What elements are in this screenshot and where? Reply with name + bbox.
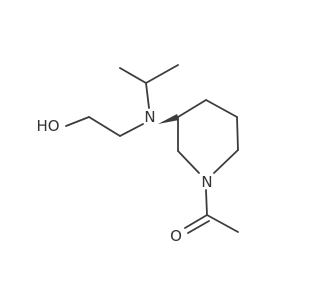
bond-ch2-to-oxygen (65, 116, 90, 127)
wedge-bond-stereocenter (158, 114, 179, 124)
atom-label-hydroxyl: HO (36, 117, 59, 135)
atom-label-nitrogen-amine: N (144, 108, 155, 126)
bond-isopropyl-methyl-right (145, 64, 179, 84)
bond-carbonyl-double-outer (184, 214, 208, 229)
chemical-structure-diagram: N N HO O (36, 64, 239, 245)
bond-ring-n1-c2 (177, 150, 200, 174)
bond-carbonyl-to-methyl (206, 214, 239, 233)
bond-n1-to-carbonyl-carbon (205, 189, 208, 216)
bond-ring-c5-c6 (236, 116, 239, 151)
bond-isopropyl-methyl-left (119, 67, 147, 84)
bond-ring-c3-c4 (177, 99, 207, 118)
bond-ring-c4-c5 (205, 99, 238, 118)
bond-carbonyl-double-inner (187, 220, 210, 234)
atom-label-nitrogen-ring: N (201, 173, 212, 191)
bond-nitrogen-to-ch2 (119, 123, 144, 137)
bond-isopropyl-to-nitrogen (145, 82, 150, 109)
bond-ch2-ch2 (88, 116, 121, 137)
bond-ring-c6-n1 (213, 149, 239, 174)
atom-label-oxygen-carbonyl: O (170, 227, 182, 245)
